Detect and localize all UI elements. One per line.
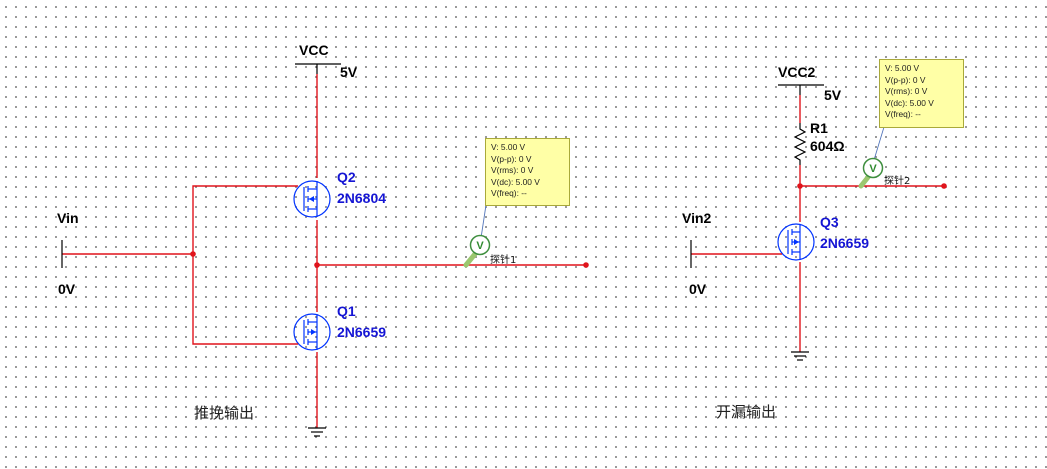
push-pull-caption: 推挽输出	[194, 404, 254, 422]
vcc-value: 5V	[340, 64, 358, 80]
open-drain-caption: 开漏输出	[716, 403, 776, 421]
r1-value-label: 604Ω	[810, 138, 845, 154]
vin2-label: Vin2	[682, 210, 712, 226]
probe2-readout[interactable]: V: 5.00 V V(p-p): 0 V V(rms): 0 V V(dc):…	[879, 59, 964, 128]
ground2-symbol[interactable]	[791, 351, 809, 361]
q2-gate-wire[interactable]	[192, 185, 298, 254]
vin-value: 0V	[58, 281, 76, 297]
vcc2-label: VCC2	[778, 64, 816, 80]
probe1-reading-vrms: V(rms): 0 V	[491, 165, 534, 176]
r1-ref-label: R1	[810, 120, 828, 136]
q2-part-label: 2N6804	[337, 190, 386, 206]
probe2-reading-vrms: V(rms): 0 V	[885, 86, 928, 97]
probe2-icon[interactable]: V	[858, 157, 884, 189]
vcc2-value: 5V	[824, 87, 842, 103]
probe1-glyph: V	[476, 240, 484, 252]
vcc2-supply-symbol[interactable]	[778, 84, 824, 95]
probe1-reading-vfreq: V(freq): --	[491, 188, 527, 199]
probe2-reading-vfreq: V(freq): --	[885, 109, 921, 120]
vin2-value: 0V	[689, 281, 707, 297]
probe2-reading-vdc: V(dc): 5.00 V	[885, 97, 934, 108]
q1-part-label: 2N6659	[337, 324, 386, 340]
probe2-label: 探针2	[884, 174, 910, 187]
probe1-reading-vpp: V(p-p): 0 V	[491, 153, 532, 164]
probe1-leader	[480, 204, 487, 239]
q2-mosfet-symbol[interactable]	[293, 180, 331, 218]
probe2-reading-v: V: 5.00 V	[885, 63, 920, 73]
push-pull-circuit: VCC 5V Q2 2N6804	[57, 42, 589, 437]
vcc-supply-symbol[interactable]	[295, 63, 341, 74]
probe1-readout[interactable]: V: 5.00 V V(p-p): 0 V V(rms): 0 V V(dc):…	[485, 138, 570, 206]
q1-gate-wire[interactable]	[192, 254, 298, 345]
output2-terminal-dot	[941, 183, 947, 189]
probe2-reading-vpp: V(p-p): 0 V	[885, 74, 926, 85]
probe1-reading-vdc: V(dc): 5.00 V	[491, 176, 540, 187]
open-drain-circuit: VCC2 5V R1 604Ω Q3 2N6659 Vin2	[682, 64, 947, 421]
q3-mosfet-symbol[interactable]	[777, 223, 815, 261]
probe1-icon[interactable]: V	[463, 234, 491, 268]
q1-mosfet-symbol[interactable]	[293, 313, 331, 351]
gate-junction-dot	[190, 251, 196, 257]
output-junction-dot	[314, 262, 320, 268]
q3-part-label: 2N6659	[820, 235, 869, 251]
ground-symbol[interactable]	[308, 427, 326, 437]
vcc-label: VCC	[299, 42, 329, 58]
vin-label: Vin	[57, 210, 79, 226]
q2-ref-label: Q2	[337, 169, 356, 185]
probe2-leader	[873, 126, 885, 161]
q1-ref-label: Q1	[337, 303, 356, 319]
output2-junction-dot	[797, 183, 803, 189]
probe1-reading-v: V: 5.00 V	[491, 142, 526, 152]
output-terminal-dot	[583, 262, 589, 268]
probe2-glyph: V	[869, 163, 877, 175]
r1-resistor-symbol[interactable]	[793, 123, 807, 165]
probe1-label: 探针1	[490, 253, 516, 266]
q3-ref-label: Q3	[820, 214, 839, 230]
